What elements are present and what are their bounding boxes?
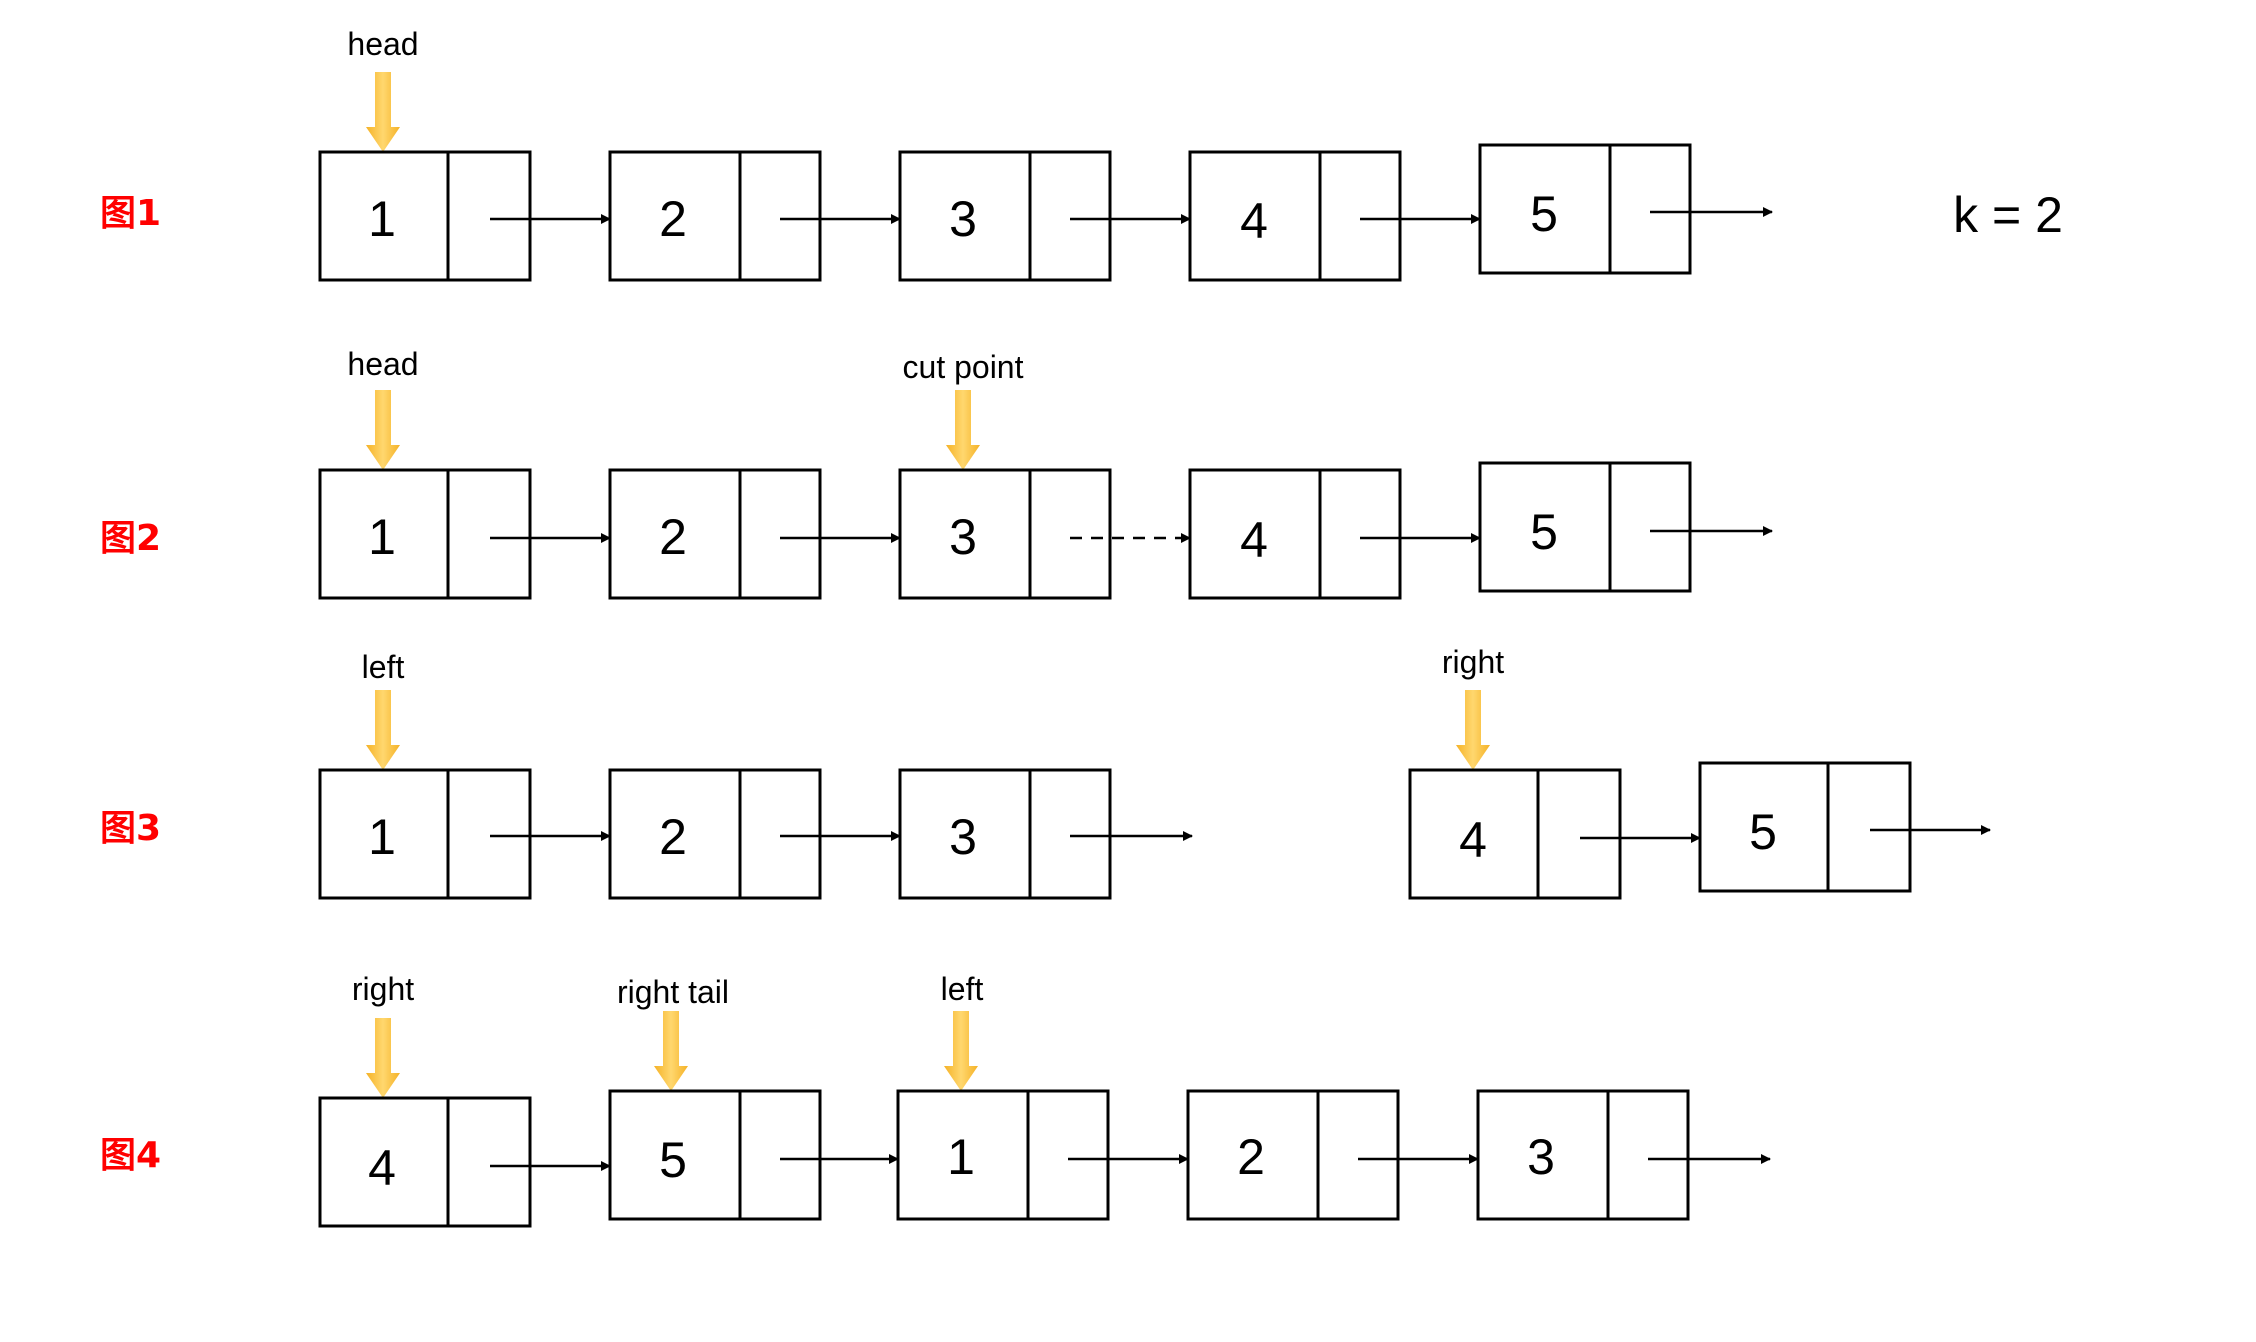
down-arrow-icon xyxy=(366,390,400,470)
pointer-label: left xyxy=(362,649,405,685)
figure-1: 图1 head 1 2 3 4 xyxy=(100,26,2063,282)
down-arrow-icon xyxy=(944,1011,978,1091)
node-value: 5 xyxy=(659,1132,687,1188)
pointer-marker: left xyxy=(362,649,405,770)
down-arrow-icon xyxy=(366,690,400,770)
pointer-label: right xyxy=(1442,644,1504,680)
pointer-label: cut point xyxy=(903,349,1024,385)
node-value: 3 xyxy=(949,809,977,865)
pointer-marker: cut point xyxy=(903,349,1024,470)
node-value: 1 xyxy=(368,191,396,247)
pointer-label: right tail xyxy=(617,974,729,1010)
down-arrow-icon xyxy=(654,1011,688,1091)
down-arrow-icon xyxy=(1456,690,1490,770)
pointer-label: head xyxy=(347,346,418,382)
figure-label: 图2 xyxy=(100,518,161,559)
figure-2: 图2 head cut point 1 2 3 xyxy=(100,346,1773,600)
list-node: 1 xyxy=(318,768,532,900)
list-node: 5 xyxy=(608,1089,822,1221)
pointer-label: head xyxy=(347,26,418,62)
list-node: 2 xyxy=(608,768,822,900)
figure-label: 图1 xyxy=(100,193,161,234)
node-value: 5 xyxy=(1530,504,1558,560)
list-node: 1 xyxy=(318,150,532,282)
list-node: 2 xyxy=(1186,1089,1400,1221)
pointer-marker: head xyxy=(347,26,419,152)
node-value: 2 xyxy=(1237,1129,1265,1185)
node-value: 5 xyxy=(1530,186,1558,242)
node-value: 2 xyxy=(659,509,687,565)
figure-label: 图4 xyxy=(100,1135,161,1176)
node-value: 1 xyxy=(368,809,396,865)
list-node: 4 xyxy=(318,1096,532,1228)
node-value: 2 xyxy=(659,191,687,247)
list-node: 4 xyxy=(1188,150,1402,282)
down-arrow-icon xyxy=(366,1018,400,1098)
list-node: 4 xyxy=(1188,468,1402,600)
node-value: 3 xyxy=(949,191,977,247)
list-node: 5 xyxy=(1478,461,1692,593)
pointer-label: right xyxy=(352,971,414,1007)
figure-4: 图4 right right tail left 4 5 1 xyxy=(100,971,1771,1228)
node-value: 4 xyxy=(1240,193,1268,249)
node-value: 5 xyxy=(1749,804,1777,860)
list-node: 5 xyxy=(1698,761,1912,893)
node-value: 1 xyxy=(947,1129,975,1185)
pointer-marker: right xyxy=(1442,644,1504,770)
node-value: 4 xyxy=(368,1140,396,1196)
node-value: 2 xyxy=(659,809,687,865)
list-node: 2 xyxy=(608,468,822,600)
pointer-label: left xyxy=(941,971,984,1007)
figure-3: 图3 left right 1 2 3 4 xyxy=(100,644,1991,900)
list-node: 5 xyxy=(1478,143,1692,275)
k-value-note: k = 2 xyxy=(1953,187,2063,243)
node-value: 4 xyxy=(1459,812,1487,868)
node-value: 1 xyxy=(368,509,396,565)
list-node: 1 xyxy=(318,468,532,600)
pointer-marker: head xyxy=(347,346,419,470)
down-arrow-icon xyxy=(946,390,980,470)
down-arrow-icon xyxy=(366,72,400,152)
pointer-marker: right tail xyxy=(617,974,729,1091)
pointer-marker: right xyxy=(352,971,414,1098)
list-node: 3 xyxy=(898,468,1112,600)
node-value: 3 xyxy=(1527,1129,1555,1185)
list-node: 4 xyxy=(1408,768,1622,900)
list-node: 3 xyxy=(898,150,1112,282)
node-value: 3 xyxy=(949,509,977,565)
node-value: 4 xyxy=(1240,512,1268,568)
list-node: 1 xyxy=(896,1089,1110,1221)
figure-label: 图3 xyxy=(100,808,161,849)
pointer-marker: left xyxy=(941,971,984,1091)
list-node: 3 xyxy=(898,768,1112,900)
list-node: 3 xyxy=(1476,1089,1690,1221)
list-node: 2 xyxy=(608,150,822,282)
